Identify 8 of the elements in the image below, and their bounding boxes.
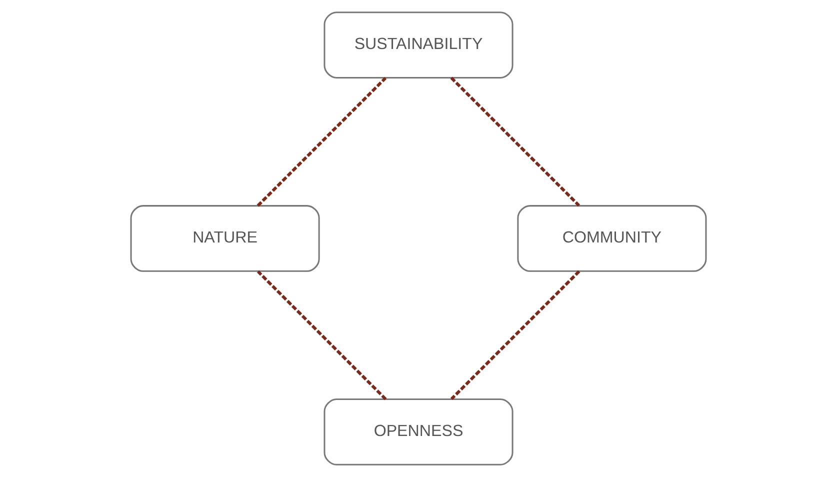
node-box: SUSTAINABILITY bbox=[323, 12, 513, 78]
node-box: OPENNESS bbox=[323, 398, 513, 466]
connector bbox=[256, 76, 386, 207]
connector bbox=[450, 76, 580, 207]
node-box: COMMUNITY bbox=[516, 205, 706, 272]
connector bbox=[450, 270, 580, 400]
node-box: NATURE bbox=[130, 205, 320, 272]
connector bbox=[256, 270, 386, 400]
